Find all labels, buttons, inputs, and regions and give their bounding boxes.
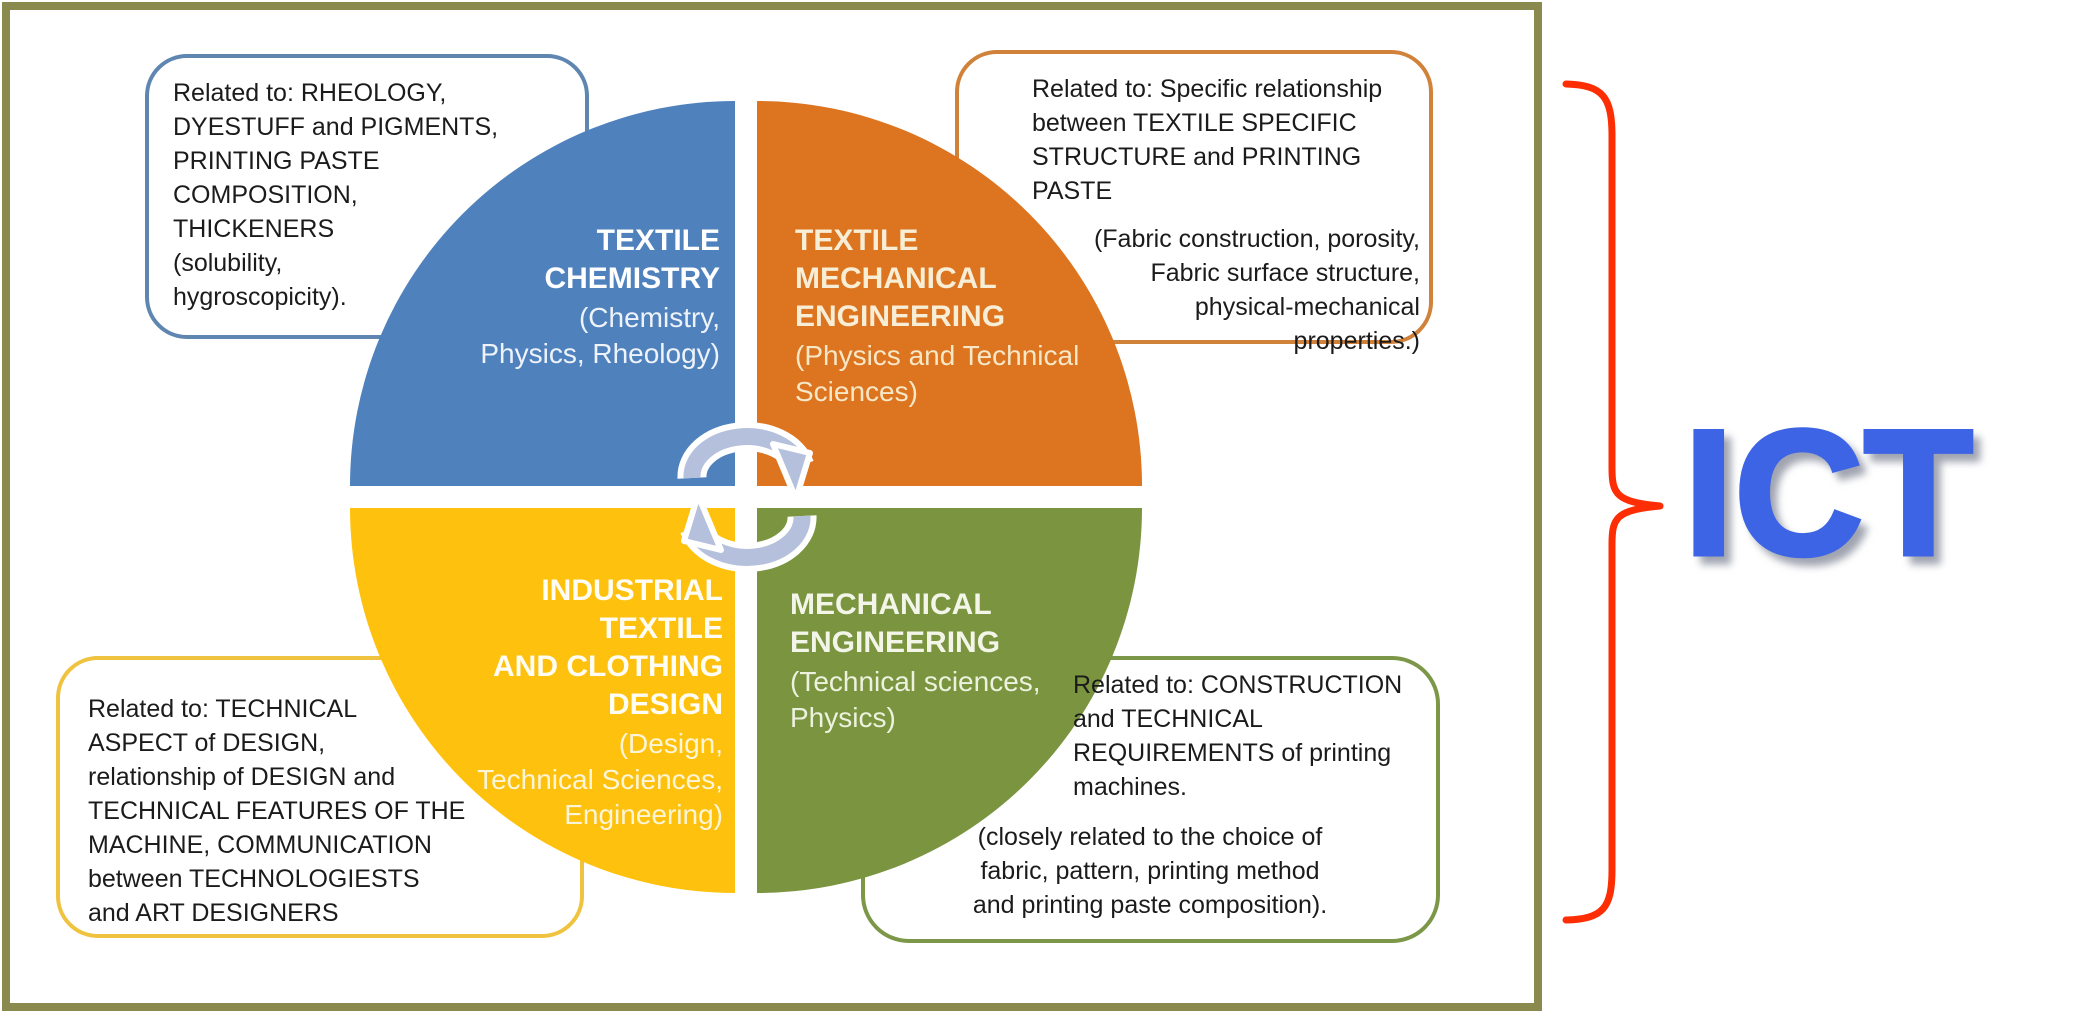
callout-note-bottom-right: (closely related to the choice of fabric… — [880, 820, 1420, 922]
callout-text-top-left: Related to: RHEOLOGY, DYESTUFF and PIGME… — [173, 76, 568, 314]
ict-label: ICT — [1682, 393, 1976, 592]
callout-paragraph: Related to: Specific relationship betwee… — [1032, 75, 1383, 205]
quadrant-label-textile-chemistry: TEXTILE CHEMISTRY (Chemistry, Physics, R… — [430, 222, 720, 371]
callout-paragraph: Related to: TECHNICAL ASPECT of DESIGN, … — [88, 695, 466, 927]
quadrant-title: INDUSTRIAL TEXTILE AND CLOTHING DESIGN — [493, 574, 723, 722]
quadrant-title: TEXTILE CHEMISTRY — [544, 224, 720, 296]
quadrant-label-textile-mechanical-engineering: TEXTILE MECHANICAL ENGINEERING (Physics … — [795, 222, 1135, 409]
quadrant-label-mechanical-engineering: MECHANICAL ENGINEERING (Technical scienc… — [790, 586, 1130, 735]
quadrant-title: MECHANICAL ENGINEERING — [790, 588, 1001, 660]
callout-text-top-right: Related to: Specific relationship betwee… — [1032, 72, 1420, 358]
quadrant-subtitle: (Design, Technical Sciences, Engineering… — [477, 728, 723, 831]
callout-note: (Fabric construction, porosity, Fabric s… — [1093, 225, 1420, 355]
quadrant-slice-textile-mechanical-engineering — [757, 101, 1142, 486]
quadrant-slice-textile-chemistry — [350, 101, 735, 486]
callout-paragraph: Related to: RHEOLOGY, DYESTUFF and PIGME… — [173, 79, 499, 311]
quadrant-subtitle: (Chemistry, Physics, Rheology) — [480, 302, 720, 369]
rotation-arrows-icon — [677, 422, 817, 572]
quadrant-slice-mechanical-engineering — [757, 508, 1142, 893]
callout-text-bottom-right: Related to: CONSTRUCTION and TECHNICAL R… — [1073, 668, 1413, 804]
quadrant-title: TEXTILE MECHANICAL ENGINEERING — [795, 224, 1006, 334]
quadrant-subtitle: (Physics and Technical Sciences) — [795, 340, 1080, 407]
curly-brace — [1562, 80, 1664, 924]
quadrant-label-industrial-textile-and-clothing-design: INDUSTRIAL TEXTILE AND CLOTHING DESIGN (… — [418, 572, 723, 833]
callout-note: (closely related to the choice of fabric… — [972, 823, 1328, 919]
quadrant-slice-industrial-textile-and-clothing-design — [350, 508, 735, 893]
quadrant-subtitle: (Technical sciences, Physics) — [790, 666, 1041, 733]
callout-text-bottom-left: Related to: TECHNICAL ASPECT of DESIGN, … — [88, 692, 518, 930]
callout-paragraph: Related to: CONSTRUCTION and TECHNICAL R… — [1073, 671, 1403, 801]
